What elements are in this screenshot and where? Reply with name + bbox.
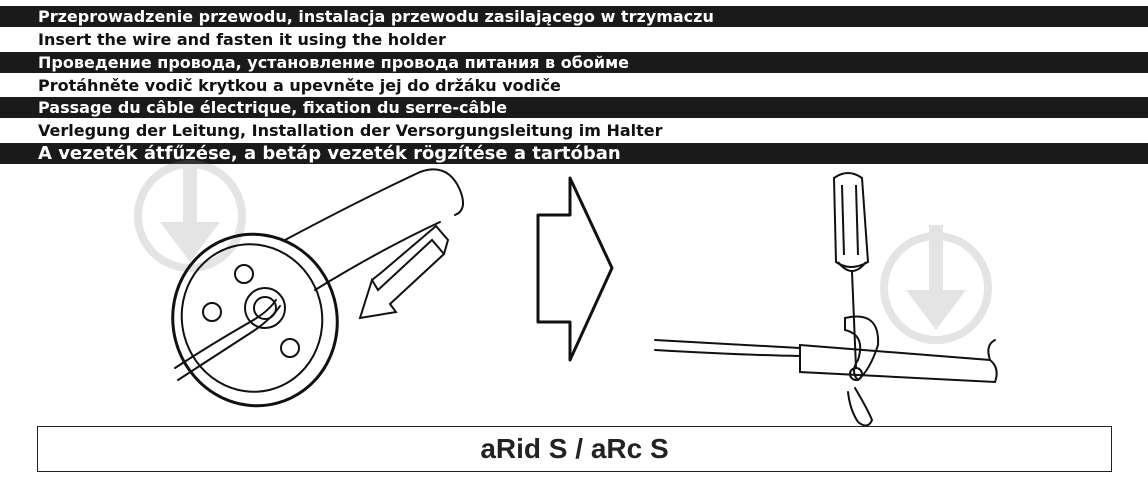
- instruction-russian: Проведение провода, установление провода…: [0, 52, 1148, 73]
- arrow-right-icon: [536, 176, 614, 362]
- instruction-german: Verlegung der Leitung, Installation der …: [0, 120, 1148, 141]
- instruction-hungarian: A vezeték átfűzése, a betáp vezeték rögz…: [0, 143, 1148, 164]
- cable-clamp-drawing: [654, 315, 998, 427]
- model-label: aRid S / aRc S: [37, 426, 1112, 472]
- screwdriver-icon: [832, 172, 870, 369]
- instruction-english: Insert the wire and fasten it using the …: [0, 29, 1148, 50]
- instruction-polish: Przeprowadzenie przewodu, instalacja prz…: [0, 6, 1148, 27]
- download-watermark-icon: [880, 225, 992, 344]
- instruction-french: Passage du câble électrique, fixation du…: [0, 97, 1148, 118]
- instruction-czech: Protáhněte vodič krytkou a upevněte jej …: [0, 75, 1148, 96]
- insert-arrow-icon: [358, 224, 450, 320]
- base-plate-drawing: [171, 168, 465, 408]
- download-watermark-icon: [134, 160, 246, 272]
